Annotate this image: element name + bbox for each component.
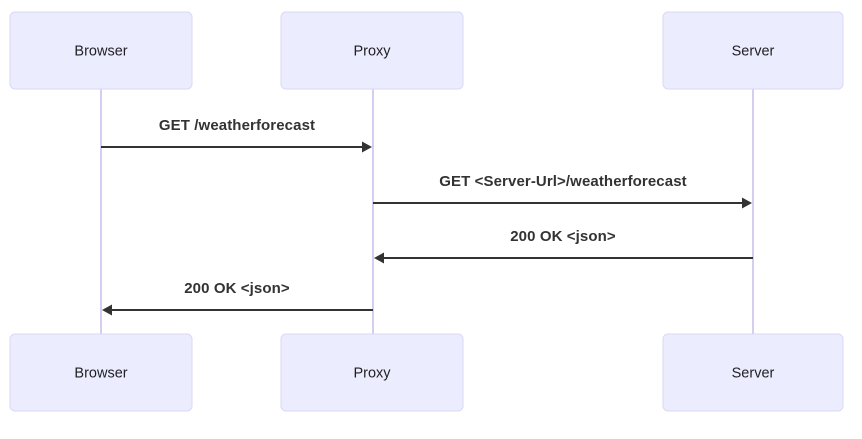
message-label-3: 200 OK <json> — [510, 228, 616, 245]
actor-box-proxy-bottom[interactable] — [280, 333, 464, 412]
actor-label-browser-top: Browser — [74, 43, 127, 59]
actor-box-proxy-top[interactable] — [280, 11, 464, 90]
message-2: GET <Server-Url>/weatherforecast — [373, 173, 752, 209]
actor-proxy-bottom[interactable]: Proxy — [280, 333, 464, 412]
actor-label-server-bottom: Server — [732, 365, 775, 381]
actor-box-browser-top[interactable] — [9, 11, 193, 90]
actor-browser-bottom[interactable]: Browser — [9, 333, 193, 412]
actor-box-server-top[interactable] — [662, 11, 844, 90]
message-label-1: GET /weatherforecast — [159, 117, 315, 134]
lifelines-group — [100, 89, 754, 334]
actor-box-browser-bottom[interactable] — [9, 333, 193, 412]
actor-label-proxy-top: Proxy — [353, 43, 391, 59]
actor-label-proxy-bottom: Proxy — [353, 365, 391, 381]
actor-browser-top[interactable]: Browser — [9, 11, 193, 90]
arrowhead-4 — [102, 304, 112, 316]
arrowhead-1 — [362, 141, 372, 153]
actor-label-browser-bottom: Browser — [74, 365, 127, 381]
actor-server-top[interactable]: Server — [662, 11, 844, 90]
actor-proxy-top[interactable]: Proxy — [280, 11, 464, 90]
message-1: GET /weatherforecast — [101, 117, 372, 153]
arrowhead-3 — [374, 252, 384, 264]
message-label-4: 200 OK <json> — [184, 280, 290, 297]
message-4: 200 OK <json> — [102, 280, 373, 316]
actor-server-bottom[interactable]: Server — [662, 333, 844, 412]
message-3: 200 OK <json> — [374, 228, 753, 264]
actor-box-server-bottom[interactable] — [662, 333, 844, 412]
message-label-2: GET <Server-Url>/weatherforecast — [439, 173, 686, 190]
arrowhead-2 — [742, 197, 752, 209]
actor-label-server-top: Server — [732, 43, 775, 59]
